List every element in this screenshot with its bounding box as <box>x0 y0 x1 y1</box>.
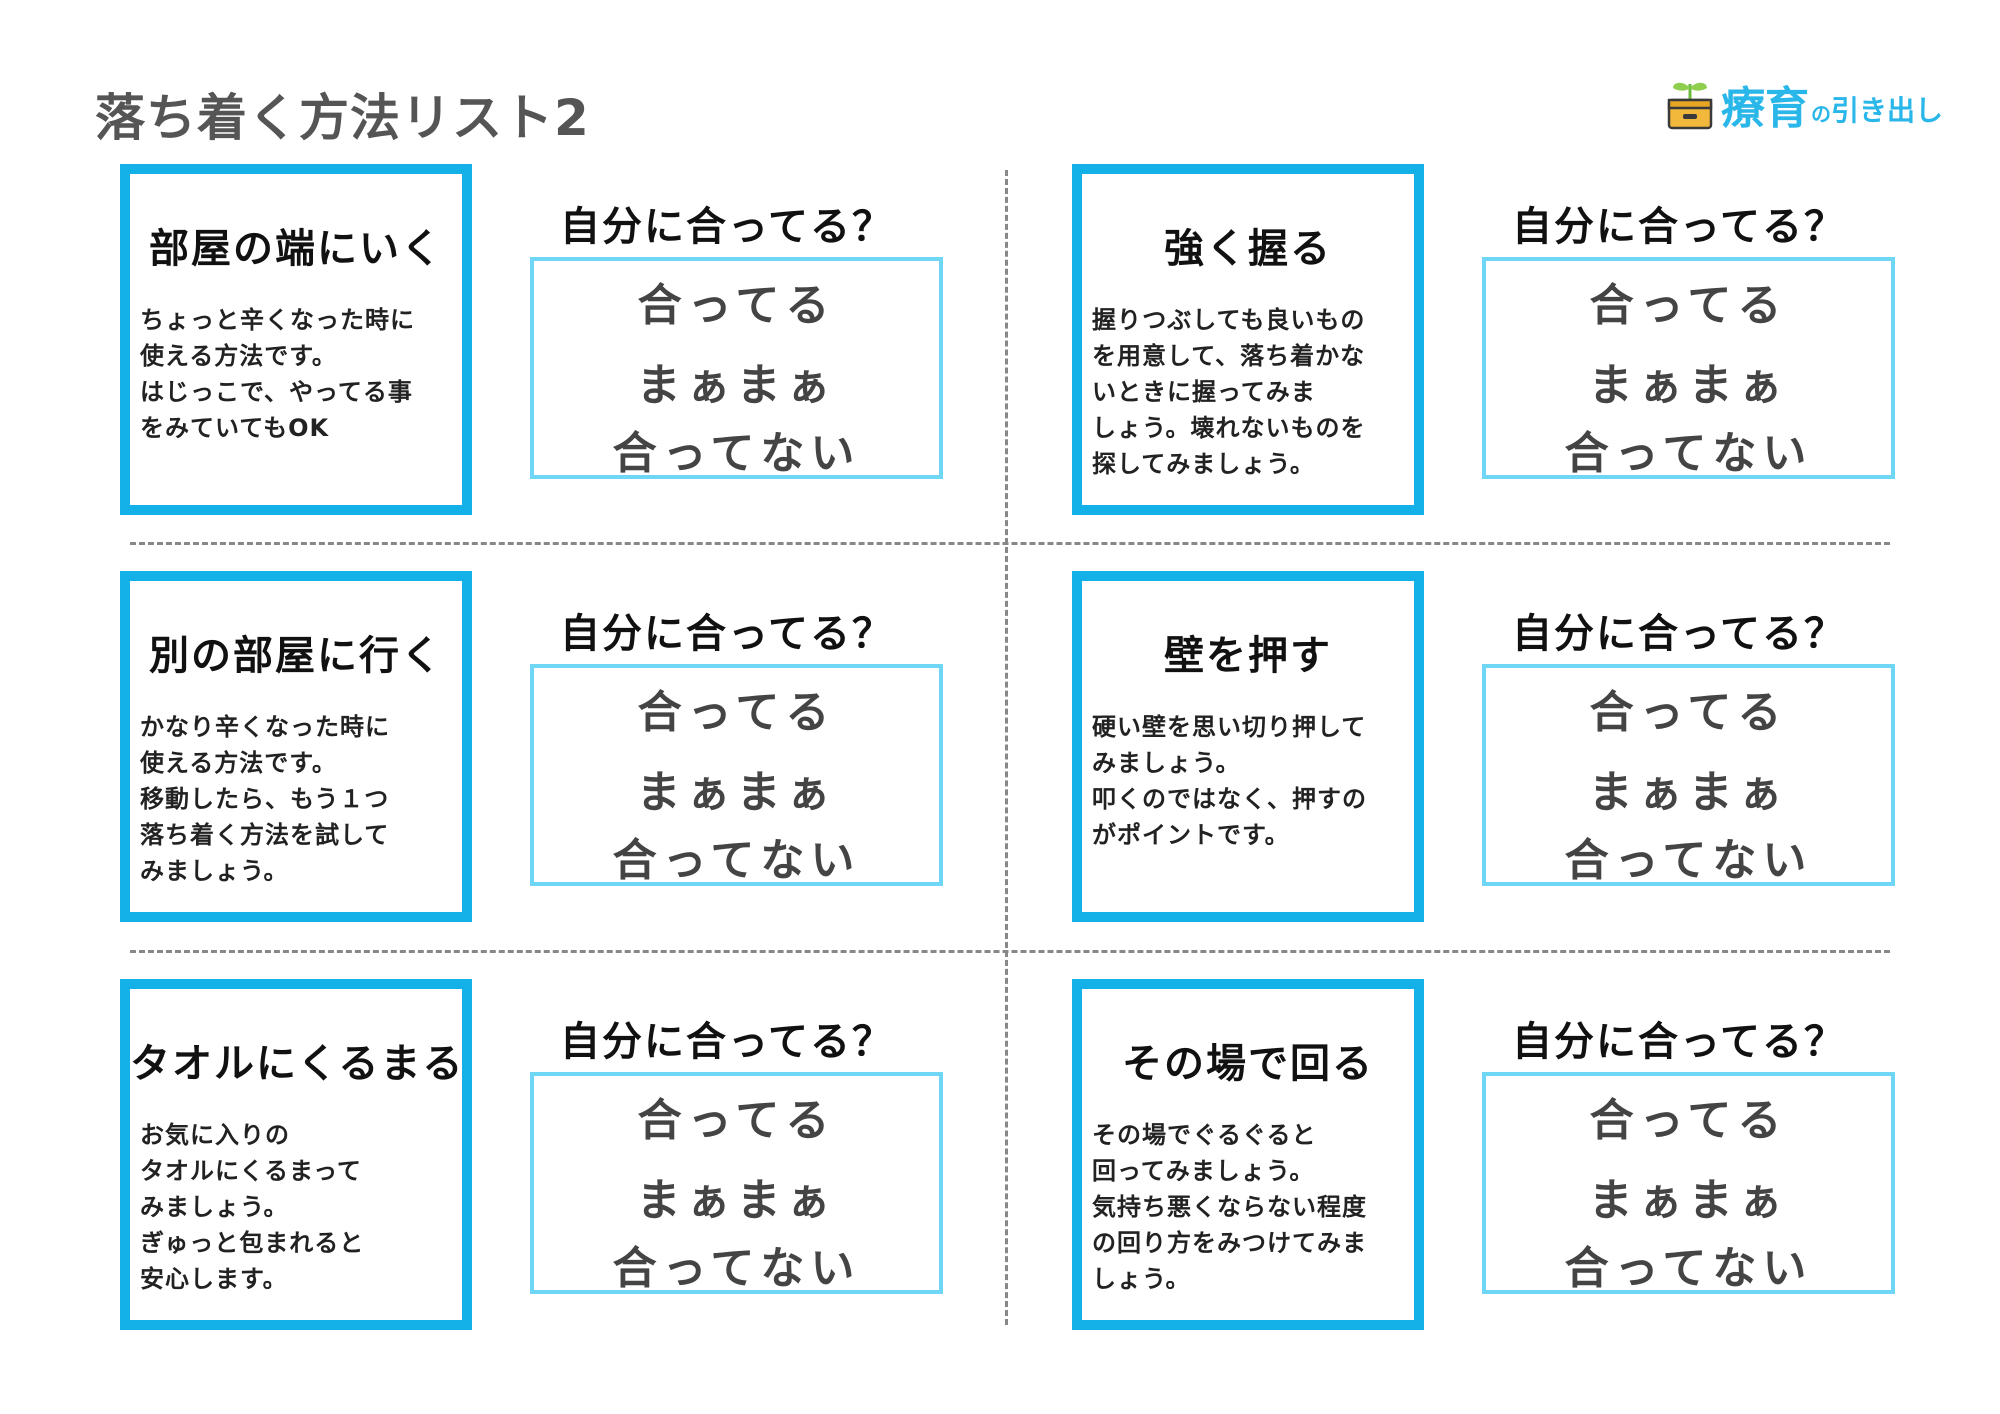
answer-options-box: 合ってるまぁまぁ合ってない <box>530 1072 943 1294</box>
answer-not-fit: 合ってない <box>1564 1243 1813 1294</box>
answer-somewhat: まぁまぁ <box>636 767 837 818</box>
answer-fits: 合ってる <box>637 280 836 331</box>
method-description-line: ぎゅっと包まれると <box>140 1229 365 1257</box>
fit-question-heading: 自分に合ってる？ <box>560 611 894 657</box>
method-description-line: 握りつぶしても良いもの <box>1092 306 1366 334</box>
method-description-line: を用意して、落ち着かな <box>1092 342 1366 370</box>
method-description-line: タオルにくるまって <box>140 1157 362 1185</box>
method-description-line: 探してみましょう。 <box>1092 450 1315 478</box>
answer-not-fit: 合ってない <box>612 428 861 479</box>
fit-question-heading: 自分に合ってる？ <box>1512 1019 1846 1065</box>
method-description: 硬い壁を思い切り押してみましょう。叩くのではなく、押すのがポイントです。 <box>1092 709 1410 853</box>
method-description-line: はじっこで、やってる事 <box>140 378 413 406</box>
method-title: 壁を押す <box>1164 633 1332 679</box>
method-description-line: いときに握ってみま <box>1092 378 1316 406</box>
method-card: 壁を押す硬い壁を思い切り押してみましょう。叩くのではなく、押すのがポイントです。 <box>1072 571 1424 922</box>
method-description-line: 落ち着く方法を試して <box>140 821 390 849</box>
answer-fits: 合ってる <box>1589 280 1788 331</box>
method-description-line: 移動したら、もう１つ <box>140 785 390 813</box>
method-description: その場でぐるぐると回ってみましょう。気持ち悪くならない程度の回り方をみつけてみま… <box>1092 1117 1410 1297</box>
method-title: 別の部屋に行く <box>149 633 443 679</box>
horizontal-cut-line <box>130 542 1890 545</box>
method-description: かなり辛くなった時に使える方法です。移動したら、もう１つ落ち着く方法を試してみま… <box>140 709 458 889</box>
method-card: タオルにくるまるお気に入りのタオルにくるまってみましょう。ぎゅっと包まれると安心… <box>120 979 472 1330</box>
method-description-line: その場でぐるぐると <box>1092 1121 1317 1149</box>
method-title: 部屋の端にいく <box>149 226 443 272</box>
method-title: 強く握る <box>1164 226 1332 272</box>
horizontal-cut-line <box>130 950 1890 953</box>
method-description-line: の回り方をみつけてみま <box>1092 1229 1367 1257</box>
answer-somewhat: まぁまぁ <box>1588 360 1789 411</box>
method-description-line: 硬い壁を思い切り押して <box>1092 713 1367 741</box>
answer-not-fit: 合ってない <box>612 835 861 886</box>
answer-fits: 合ってる <box>1589 687 1788 738</box>
method-description-line: 気持ち悪くならない程度 <box>1092 1193 1367 1221</box>
answer-somewhat: まぁまぁ <box>1588 1175 1789 1226</box>
logo-main-text: 療育 <box>1721 83 1809 134</box>
answer-somewhat: まぁまぁ <box>636 360 837 411</box>
fit-question-heading: 自分に合ってる？ <box>1512 611 1846 657</box>
method-description-line: かなり辛くなった時に <box>140 713 390 741</box>
method-cell: 強く握る握りつぶしても良いものを用意して、落ち着かないときに握ってみましょう。壊… <box>1072 164 1972 515</box>
sprout-box-icon <box>1667 82 1713 130</box>
method-cell: 部屋の端にいくちょっと辛くなった時に使える方法です。はじっこで、やってる事をみて… <box>120 164 1020 515</box>
answer-fits: 合ってる <box>1589 1095 1788 1146</box>
method-description-line: ちょっと辛くなった時に <box>140 306 415 334</box>
method-cell: 壁を押す硬い壁を思い切り押してみましょう。叩くのではなく、押すのがポイントです。… <box>1072 571 1972 922</box>
method-description: お気に入りのタオルにくるまってみましょう。ぎゅっと包まれると安心します。 <box>140 1117 458 1297</box>
answer-options-box: 合ってるまぁまぁ合ってない <box>530 664 943 886</box>
method-description-line: しょう。壊れないものを <box>1092 414 1366 442</box>
answer-not-fit: 合ってない <box>1564 835 1813 886</box>
method-description-line: みましょう。 <box>140 857 289 885</box>
method-description-line: 安心します。 <box>140 1265 288 1293</box>
method-description-line: 使える方法です。 <box>140 749 337 777</box>
method-description-line: みましょう。 <box>140 1193 289 1221</box>
method-description: 握りつぶしても良いものを用意して、落ち着かないときに握ってみましょう。壊れないも… <box>1092 302 1410 482</box>
method-description-line: お気に入りの <box>140 1121 290 1149</box>
answer-options-box: 合ってるまぁまぁ合ってない <box>1482 1072 1895 1294</box>
answer-options-box: 合ってるまぁまぁ合ってない <box>530 257 943 479</box>
answer-options-box: 合ってるまぁまぁ合ってない <box>1482 257 1895 479</box>
answer-somewhat: まぁまぁ <box>636 1175 837 1226</box>
answer-somewhat: まぁまぁ <box>1588 767 1789 818</box>
method-title: その場で回る <box>1122 1041 1374 1087</box>
answer-options-box: 合ってるまぁまぁ合ってない <box>1482 664 1895 886</box>
fit-question-heading: 自分に合ってる？ <box>1512 204 1846 250</box>
method-description-line: みましょう。 <box>1092 749 1241 777</box>
answer-not-fit: 合ってない <box>1564 428 1813 479</box>
answer-fits: 合ってる <box>637 1095 836 1146</box>
answer-not-fit: 合ってない <box>612 1243 861 1294</box>
fit-question-heading: 自分に合ってる？ <box>560 1019 894 1065</box>
method-cell: 別の部屋に行くかなり辛くなった時に使える方法です。移動したら、もう１つ落ち着く方… <box>120 571 1020 922</box>
method-card: 別の部屋に行くかなり辛くなった時に使える方法です。移動したら、もう１つ落ち着く方… <box>120 571 472 922</box>
method-description: ちょっと辛くなった時に使える方法です。はじっこで、やってる事をみていてもOK <box>140 302 458 446</box>
logo-rest-text: 引き出し <box>1831 94 1944 127</box>
method-card: その場で回るその場でぐるぐると回ってみましょう。気持ち悪くならない程度の回り方を… <box>1072 979 1424 1330</box>
method-description-line: がポイントです。 <box>1092 821 1290 849</box>
vertical-cut-line <box>1005 170 1008 1325</box>
method-cell: タオルにくるまるお気に入りのタオルにくるまってみましょう。ぎゅっと包まれると安心… <box>120 979 1020 1330</box>
method-description-line: をみていてもOK <box>140 414 330 442</box>
method-card: 強く握る握りつぶしても良いものを用意して、落ち着かないときに握ってみましょう。壊… <box>1072 164 1424 515</box>
logo-particle-text: の <box>1811 101 1831 126</box>
method-title: タオルにくるまる <box>130 1041 465 1087</box>
answer-fits: 合ってる <box>637 687 836 738</box>
method-description-line: 回ってみましょう。 <box>1092 1157 1315 1185</box>
method-description-line: 叩くのではなく、押すの <box>1092 785 1367 813</box>
page-title: 落ち着く方法リスト2 <box>95 89 590 147</box>
method-cell: その場で回るその場でぐるぐると回ってみましょう。気持ち悪くならない程度の回り方を… <box>1072 979 1972 1330</box>
brand-logo: 療育 の 引き出し <box>1665 74 1943 134</box>
method-description-line: しょう。 <box>1092 1265 1191 1293</box>
method-description-line: 使える方法です。 <box>140 342 337 370</box>
fit-question-heading: 自分に合ってる？ <box>560 204 894 250</box>
method-card: 部屋の端にいくちょっと辛くなった時に使える方法です。はじっこで、やってる事をみて… <box>120 164 472 515</box>
